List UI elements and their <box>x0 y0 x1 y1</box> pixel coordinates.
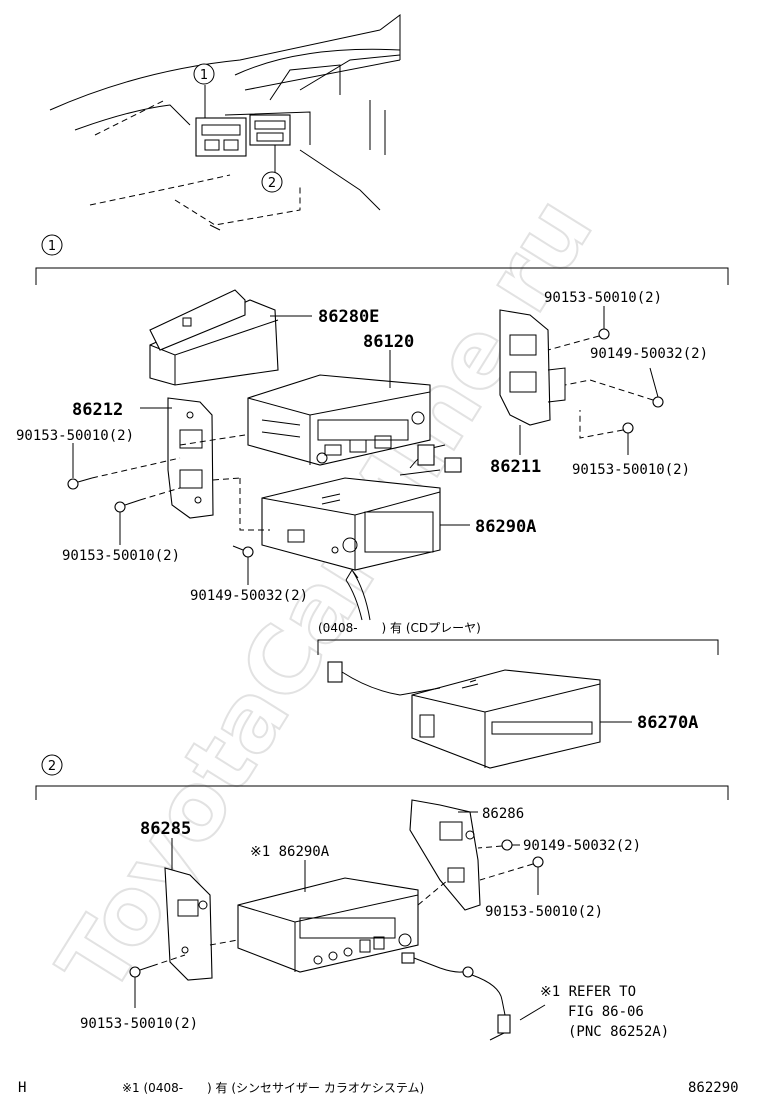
callout-2-label: 2 <box>268 176 276 191</box>
label-86290A: 86290A <box>475 517 536 537</box>
wire-connector-section-1 <box>399 444 462 476</box>
refer-line-3: (PNC 86252A) <box>568 1024 669 1040</box>
screw-left-mid <box>114 499 141 513</box>
footer-code: 862290 <box>688 1080 739 1096</box>
part-86290A-drawing <box>261 477 441 571</box>
callout-1-label: 1 <box>200 68 208 83</box>
section-2-marker: 2 <box>41 754 63 776</box>
label-86211: 86211 <box>490 457 541 477</box>
overview-callout-1: 1 <box>193 63 215 85</box>
part-86280E-drawing <box>149 289 279 386</box>
refer-line-1: ※1 REFER TO <box>540 984 636 1000</box>
refer-line-2: FIG 86-06 <box>568 1004 644 1020</box>
label-bolt-f: 90149-50032(2) <box>190 588 308 604</box>
section-1-number: 1 <box>48 239 56 254</box>
part-86212-drawing <box>167 397 214 519</box>
part-86286-drawing <box>409 799 481 911</box>
screw-section-2-upper <box>501 839 513 851</box>
label-bolt-h: 90153-50010(2) <box>485 904 603 920</box>
footer-note: ※1 (0408- ) 有 (シンセサイザー カラオケシステム) <box>122 1081 424 1095</box>
section-1-bracket <box>35 267 729 285</box>
label-bolt-b: 90149-50032(2) <box>590 346 708 362</box>
label-bolt-g: 90149-50032(2) <box>523 838 641 854</box>
label-bolt-c: 90153-50010(2) <box>62 548 180 564</box>
part-86285-drawing <box>164 867 213 981</box>
mic-harness <box>401 952 511 1041</box>
option-note-cd: (0408- ) 有 (CDプレーヤ) <box>318 621 481 635</box>
part-86120-drawing <box>247 374 431 466</box>
option-arrow <box>345 569 371 621</box>
section-2-bracket <box>35 785 729 800</box>
label-bolt-a: 90153-50010(2) <box>16 428 134 444</box>
part-86290A-karaoke-drawing <box>237 877 419 973</box>
section-1-marker: 1 <box>41 234 63 256</box>
label-86212: 86212 <box>72 400 123 420</box>
screw-left-top <box>67 477 93 490</box>
screw-section-2-lower <box>532 856 544 868</box>
label-bolt-d: 90153-50010(2) <box>572 462 690 478</box>
screw-bottom-mid <box>232 545 254 558</box>
screw-right-top <box>598 328 610 340</box>
part-86270A-drawing <box>411 669 601 769</box>
section-2-number: 2 <box>48 759 56 774</box>
label-86270A: 86270A <box>637 713 698 733</box>
label-86286: 86286 <box>482 806 524 822</box>
label-86120: 86120 <box>363 332 414 352</box>
cd-harness <box>327 661 441 696</box>
label-86280E: 86280E <box>318 307 379 327</box>
label-86285: 86285 <box>140 819 191 839</box>
footer-left: H <box>18 1080 26 1096</box>
label-bolt-i: 90153-50010(2) <box>80 1016 198 1032</box>
option-bracket <box>317 639 719 655</box>
part-86211-drawing <box>499 309 566 426</box>
label-bolt-b-top: 90153-50010(2) <box>544 290 662 306</box>
label-86290A-section-2: ※1 86290A <box>250 844 330 860</box>
overview-callout-2: 2 <box>261 171 283 193</box>
screw-right-low <box>622 422 634 434</box>
dashboard-overview <box>49 14 401 231</box>
screw-right-mid <box>652 396 664 408</box>
